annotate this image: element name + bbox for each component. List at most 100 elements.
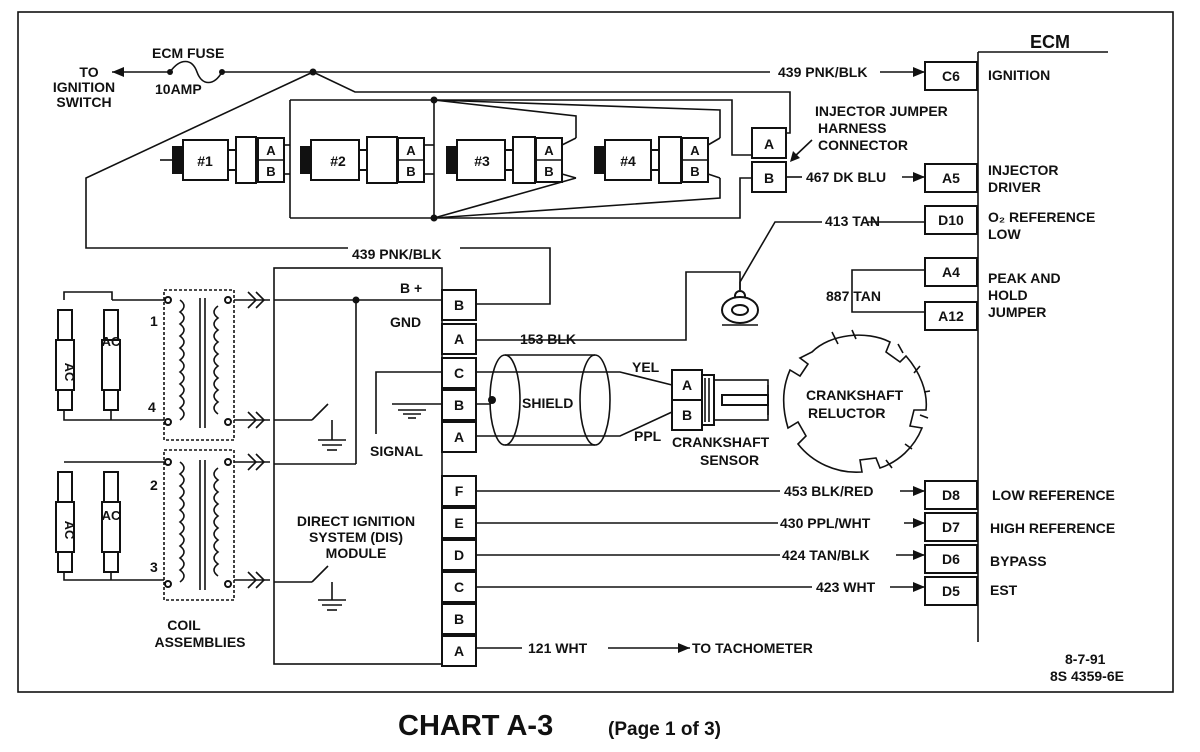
dis-ecm-wires: 453 BLK/RED 430 PPL/WHT 424 TAN/BLK 423 … — [476, 483, 925, 656]
ignition-arrow-icon — [112, 67, 124, 77]
coil-terminal-1: 1 — [150, 313, 158, 329]
fuse-rating: 10AMP — [155, 81, 202, 97]
sensor-pin-a-label: A — [682, 377, 692, 393]
injector-2: #2 A B — [300, 136, 434, 184]
injector-1-pin-b: B — [266, 164, 275, 179]
ignition-to-label: TO — [79, 64, 98, 80]
crankshaft-sensor: SHIELD YEL PPL A B CRANKSHAFT SENSOR CRA… — [476, 329, 931, 473]
tach-arrow-icon — [678, 643, 690, 653]
dis-pin-f — [441, 475, 477, 507]
wire-423-label: 423 WHT — [816, 579, 876, 595]
reluctor-label-2: RELUCTOR — [808, 405, 886, 421]
wire-413-label: 413 TAN — [825, 213, 880, 229]
dis-bplus-label: B + — [400, 280, 422, 296]
wire-153-label: 153 BLK — [520, 331, 576, 347]
ecm-high-reference-label: HIGH REFERENCE — [990, 520, 1115, 536]
spark-plug-3-brand: AC — [62, 521, 77, 540]
reluctor-label-1: CRANKSHAFT — [806, 387, 904, 403]
jumper-label-1: INJECTOR JUMPER — [815, 103, 948, 119]
jumper-pin-a-label: A — [764, 136, 774, 152]
dis-pin-a-label: A — [454, 643, 464, 659]
dis-label-1: DIRECT IGNITION — [297, 513, 415, 529]
ecm-pin-a4-label: A4 — [942, 264, 960, 280]
ecm-pin-d8 — [924, 480, 978, 510]
injector-4-pin-b: B — [690, 164, 699, 179]
ppl-label: PPL — [634, 428, 662, 444]
injector-1-label: #1 — [197, 153, 213, 169]
coil-terminal-4: 4 — [148, 399, 156, 415]
dis-pin-c-sensor-label: C — [454, 365, 464, 381]
ecm-low-label: LOW — [988, 226, 1021, 242]
ecm-driver-label: DRIVER — [988, 179, 1041, 195]
injector-2-pin-a: A — [406, 143, 416, 158]
jumper-pointer-arrow-icon — [790, 151, 800, 162]
dis-signal-wire — [375, 371, 442, 434]
dis-pin-c — [441, 571, 477, 603]
coil-2-primary-icon — [178, 461, 185, 583]
coil-2-output-chevron-icon — [247, 571, 266, 589]
ecm-jumper-label: JUMPER — [988, 304, 1046, 320]
dis-module: B A C B A F E D C B A B + GND SIGNAL DIR… — [273, 267, 477, 667]
ignition-switch-label: SWITCH — [56, 94, 111, 110]
shield-right-end — [579, 354, 611, 446]
spark-plug-1-brand: AC — [62, 363, 77, 382]
rail-bot-jumper — [434, 177, 752, 219]
jumper-pin-b — [751, 161, 787, 193]
coil-assemblies: 1 4 2 3 COIL ASSEMBLIES AC — [55, 289, 270, 650]
coil-label-1: COIL — [167, 617, 201, 633]
yel-label: YEL — [632, 359, 660, 375]
dis-signal-label: SIGNAL — [370, 443, 423, 459]
coil-terminal-2: 2 — [150, 477, 158, 493]
yel-wire — [476, 371, 673, 386]
spark-plug-4-brand: AC — [102, 508, 121, 523]
dis-feed-wire-a — [85, 71, 348, 249]
ecm-pin-d7 — [924, 512, 978, 542]
ecm-pin-d10 — [924, 205, 978, 235]
ecm-pin-a5-label: A5 — [942, 170, 960, 186]
a5-arrow-icon — [913, 172, 925, 182]
o2-sensor-circuit: 413 TAN 153 BLK 887 TAN — [476, 213, 925, 347]
wire-453-label: 453 BLK/RED — [784, 483, 873, 499]
fuse-label: ECM FUSE — [152, 45, 224, 61]
spark-plug-1-icon — [57, 309, 73, 341]
d10-wire-a — [739, 221, 822, 290]
injector-1: #1 A B — [160, 136, 290, 184]
ecm-pin-a4 — [924, 257, 978, 287]
dis-pin-d — [441, 539, 477, 571]
sensor-pin-b — [671, 399, 703, 431]
coil-terminal-3: 3 — [150, 559, 158, 575]
coil-label-2: ASSEMBLIES — [154, 634, 245, 650]
dis-module-body — [273, 267, 443, 665]
crank-sensor-label-1: CRANKSHAFT — [672, 434, 770, 450]
chart-page: (Page 1 of 3) — [608, 719, 721, 740]
ecm-low-reference-label: LOW REFERENCE — [992, 487, 1115, 503]
injector-2-pin-b: B — [406, 164, 415, 179]
injector-3-pin-b: B — [544, 164, 553, 179]
injector-3: #3 A B — [446, 136, 577, 184]
dis-label-2: SYSTEM (DIS) — [309, 529, 403, 545]
coil-1-body — [163, 289, 235, 441]
dis-pin-a — [441, 635, 477, 667]
ecm-pin-d6 — [924, 544, 978, 574]
crank-sensor-label-2: SENSOR — [700, 452, 759, 468]
ecm-pin-a12-label: A12 — [938, 308, 964, 324]
crankshaft-reluctor-wheel — [782, 334, 928, 473]
wire-439-bottom-label: 439 PNK/BLK — [352, 246, 441, 262]
injector-feed-wire — [312, 71, 791, 134]
coil-1-output-chevron-icon — [247, 411, 266, 429]
jumper-label-2: HARNESS — [818, 120, 886, 136]
fuse-circuit: 439 PNK/BLK 439 PNK/BLK ECM FUSE 10AMP T… — [53, 45, 925, 305]
ecm-bypass-label: BYPASS — [990, 553, 1047, 569]
coil-2-body — [163, 449, 235, 601]
injector-4: #4 A B — [594, 136, 721, 184]
ignition-label: IGNITION — [53, 79, 115, 95]
ecm-ign-arrow-icon — [913, 67, 925, 77]
dis-pin-e-label: E — [454, 515, 463, 531]
rail-bot-3 — [433, 177, 577, 219]
ecm-pin-a5 — [924, 163, 978, 193]
injector-3-pin-a: A — [544, 143, 554, 158]
jumper-pin-b-label: B — [764, 170, 774, 186]
rail-bot-4 — [433, 178, 721, 219]
peak-hold-jumper-wire — [851, 269, 925, 313]
